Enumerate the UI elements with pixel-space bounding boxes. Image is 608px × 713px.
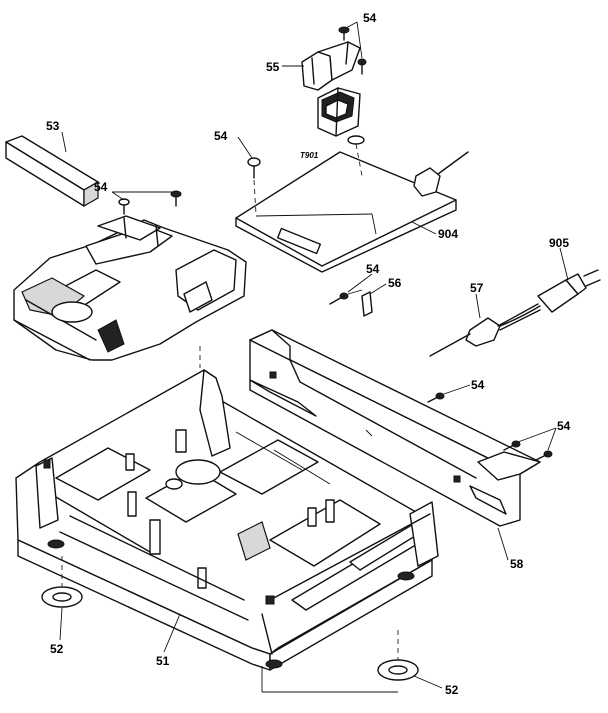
label-52-left: 52 (50, 642, 64, 656)
chassis-51 (15, 346, 439, 671)
screw-54-pcb (247, 157, 261, 215)
label-52-right: 52 (445, 683, 459, 697)
label-58: 58 (510, 557, 524, 571)
foot-52-left (41, 556, 83, 608)
clip-56 (361, 291, 373, 317)
circuit-board-904 (235, 143, 469, 273)
power-cord-905 (499, 269, 601, 327)
label-56: 56 (388, 276, 402, 290)
cover-bar-53 (5, 135, 99, 208)
tape-deck-mechanism (13, 215, 247, 361)
label-51: 51 (156, 654, 170, 668)
label-t901: T901 (300, 151, 319, 160)
screw-54-clip (329, 289, 363, 305)
cord-bushing-57 (429, 303, 541, 357)
part-labels: 54 55 53 54 T901 54 904 905 54 56 57 54 … (46, 11, 571, 697)
label-54-deck: 54 (94, 180, 108, 194)
screw-54-transformer (338, 26, 367, 75)
label-53: 53 (46, 119, 60, 133)
transformer-t901 (317, 87, 365, 145)
label-54-top: 54 (363, 11, 377, 25)
screw-54-deck (111, 190, 182, 215)
label-55: 55 (266, 60, 280, 74)
label-54-rear-right: 54 (557, 419, 571, 433)
label-57: 57 (470, 281, 484, 295)
transformer-bracket-55 (301, 41, 361, 91)
foot-52-right (261, 630, 419, 693)
leader-lines (59, 21, 569, 689)
screw-54-rear (427, 392, 553, 461)
label-904: 904 (438, 227, 458, 241)
label-54-clip: 54 (366, 262, 380, 276)
label-54-rear: 54 (471, 378, 485, 392)
label-905: 905 (549, 236, 569, 250)
rear-panel-58 (249, 329, 541, 527)
label-54-pcb: 54 (214, 129, 228, 143)
